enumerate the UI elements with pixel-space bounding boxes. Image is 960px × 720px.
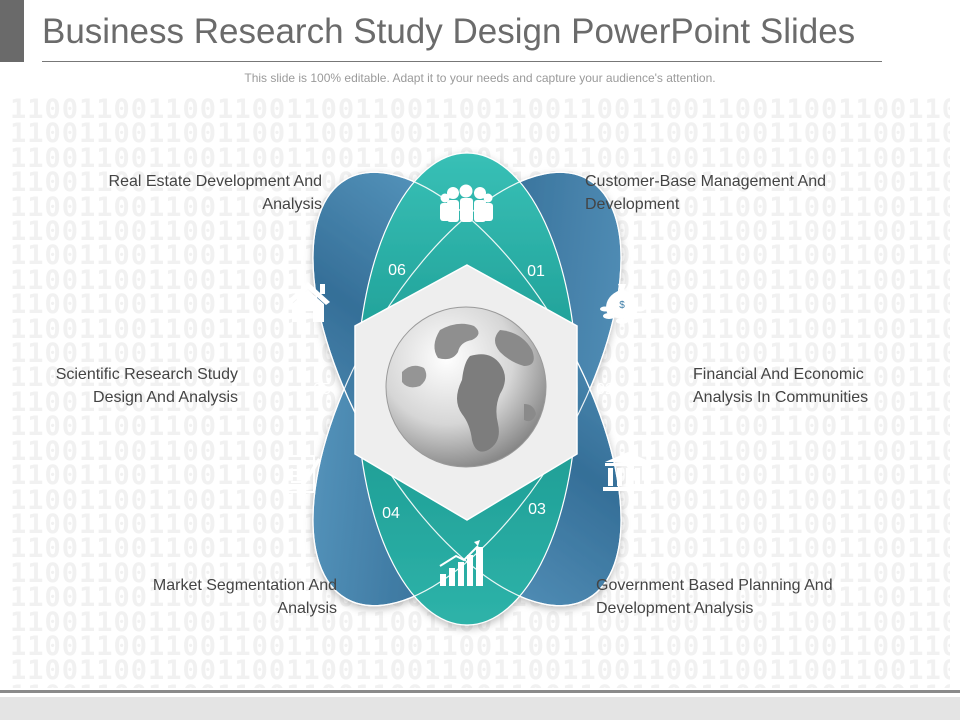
segment-label-02: Financial And Economic Analysis In Commu… bbox=[693, 366, 869, 406]
binary-row: 1100110011001100110011001100110011001100… bbox=[10, 682, 950, 688]
people-group-icon bbox=[440, 184, 493, 222]
bank-building-icon bbox=[603, 452, 653, 491]
binary-row: 1100110011001100110011001100110011001100… bbox=[10, 630, 950, 662]
segment-number-01: 01 bbox=[527, 263, 545, 280]
house-icon bbox=[286, 282, 330, 322]
binary-row: 1100110011001100110011001100110011001100… bbox=[10, 118, 950, 150]
slide-title: Business Research Study Design PowerPoin… bbox=[42, 12, 856, 51]
segment-number-05: 05 bbox=[313, 381, 331, 398]
segment-number-03: 03 bbox=[528, 501, 546, 518]
slide-subtitle: This slide is 100% editable. Adapt it to… bbox=[244, 71, 716, 85]
binary-row: 1100110011001100110011001100110011001100… bbox=[10, 98, 950, 125]
money-bag-icon: $ bbox=[600, 284, 645, 324]
segment-number-02: 02 bbox=[596, 381, 614, 398]
footer-divider bbox=[0, 690, 960, 693]
segment-number-06: 06 bbox=[388, 262, 406, 279]
segment-label-05: Scientific Research Study Design And Ana… bbox=[55, 366, 238, 406]
segment-label-04: Market Segmentation And Analysis bbox=[152, 577, 337, 617]
footer-bar bbox=[0, 697, 960, 720]
globe-icon bbox=[385, 306, 547, 468]
segment-label-03: Government Based Planning And Developmen… bbox=[596, 577, 833, 617]
title-divider bbox=[42, 61, 882, 62]
svg-text:$: $ bbox=[619, 300, 625, 311]
bar-chart-icon bbox=[439, 540, 483, 586]
document-pen-icon bbox=[285, 455, 321, 493]
segment-number-04: 04 bbox=[382, 505, 400, 522]
binary-row: 1100110011001100110011001100110011001100… bbox=[10, 655, 950, 687]
segment-label-01: Customer-Base Management And Development bbox=[585, 173, 827, 213]
title-accent-block bbox=[0, 0, 24, 62]
segment-label-06: Real Estate Development And Analysis bbox=[108, 173, 322, 213]
